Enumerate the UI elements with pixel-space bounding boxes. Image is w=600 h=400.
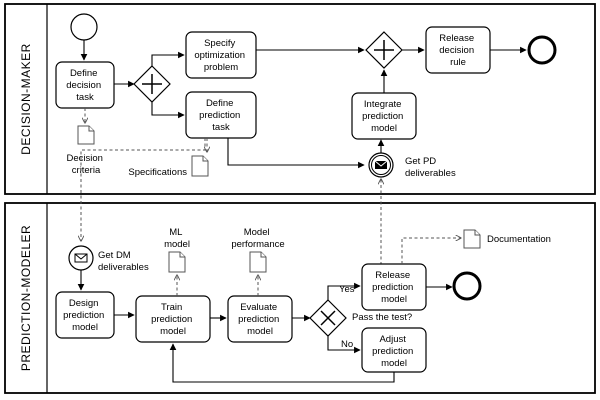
flow-gateway-to-specify [151,51,185,66]
gateway-yes-label: Yes [339,284,355,295]
end-event-bottom [452,271,482,301]
artifact-label: Model [244,227,270,238]
artifact-label: ML [169,227,182,238]
task-specify-optimization-problem[interactable]: Specify optimization problem [185,31,257,79]
exclusive-gateway-pass-test [309,299,347,337]
svg-text:Get DM deliverables: Get DM deliverables [98,250,149,273]
end-event-top [527,35,557,65]
event-label: Get PD [405,156,436,167]
artifact-label: model [164,239,190,250]
task-adjust-prediction-model[interactable]: Adjust prediction model [361,327,427,373]
task-define-prediction-task[interactable]: Define prediction task [185,91,257,139]
task-text-line: task [76,92,94,103]
svg-text:Integrate prediction: Integrate prediction model [362,99,406,134]
task-text-line: prediction [199,110,240,121]
task-text-line: rule [450,57,466,68]
flow-gateway-to-define-prediction [151,102,185,119]
artifact-label: performance [231,239,284,250]
svg-text:Adjust prediction: Adjust prediction model [372,334,416,369]
artifact-label-documentation: Documentation [487,234,551,245]
artifact-label: criteria [72,165,101,176]
task-text-line: Define [70,68,97,79]
task-text-line: decision [66,80,101,91]
task-text-line: optimization [194,50,245,61]
task-text-line: Specify [204,38,235,49]
gateway-no-label: No [341,339,353,350]
pool-decision-maker [4,3,596,195]
task-text-line: Train [161,302,182,313]
svg-text:Train prediction m: Train prediction model [151,302,195,337]
task-text-line: problem [204,62,238,73]
event-get-pd-deliverables [368,152,394,178]
task-text-line: model [371,123,397,134]
svg-text:Evaluate prediction: Evaluate prediction model [238,302,282,337]
flow-gateway-yes [327,282,361,300]
flow-gateway-no [327,336,361,354]
task-text-line: prediction [372,282,413,293]
parallel-gateway-split [133,65,171,103]
task-text-line: model [72,322,98,333]
artifact-label-specifications: Specifications [128,167,187,178]
task-text-line: model [381,294,407,305]
gateway-question: Pass the test? [352,312,412,323]
task-text-line: task [212,122,230,133]
parallel-gateway-join [365,31,403,69]
task-text-line: Integrate [364,99,402,110]
task-text-line: model [381,358,407,369]
task-text-line: model [247,326,273,337]
task-text-line: Define [206,98,233,109]
event-label: deliverables [98,262,149,273]
artifact-documentation [463,229,481,249]
svg-text:Define decision ta: Define decision task [66,68,104,103]
svg-text:Release prediction: Release prediction model [372,270,416,305]
flow-adjust-to-train [169,343,395,383]
task-release-decision-rule[interactable]: Release decision rule [425,26,491,74]
artifact-decision-criteria [77,125,95,145]
task-text-line: Adjust [379,334,406,345]
event-label: Get DM [98,250,131,261]
task-text-line: model [160,326,186,337]
lane-label-decision-maker: DECISION-MAKER [19,43,33,155]
lane-label-prediction-modeler: PREDICTION-MODELER [19,225,33,371]
task-design-prediction-model[interactable]: Design prediction model [55,291,115,339]
task-text-line: decision [439,45,474,56]
task-text-line: Evaluate [240,302,277,313]
task-text-line: prediction [151,314,192,325]
svg-text:Define prediction: Define prediction task [199,98,243,133]
task-evaluate-prediction-model[interactable]: Evaluate prediction model [227,295,293,343]
task-text-line: Design [69,298,99,309]
svg-text:Design prediction: Design prediction model [63,298,107,333]
message-flow-specs-to-get-dm [81,138,206,241]
svg-text:Decision criteria: Decision criteria [66,153,105,176]
task-text-line: prediction [372,346,413,357]
svg-text:Model performance: Model performance [231,227,284,250]
artifact-specifications [191,155,209,177]
artifact-label: Decision [66,153,102,164]
task-text-line: prediction [238,314,279,325]
flow-define-prediction-to-get-pd [227,138,365,169]
task-text-line: Release [375,270,410,281]
svg-text:Get PD deliverables: Get PD deliverables [405,156,456,179]
task-train-prediction-model[interactable]: Train prediction model [135,295,211,343]
svg-text:Specify optimization: Specify optimization problem [194,38,247,73]
task-define-decision-task[interactable]: Define decision task [55,61,115,109]
task-text-line: Release [439,33,474,44]
task-text-line: prediction [362,111,403,122]
association-documentation [401,238,461,264]
task-integrate-prediction-model[interactable]: Integrate prediction model [351,92,417,140]
event-label: deliverables [405,168,456,179]
start-event [70,13,98,41]
artifact-model-performance [249,251,267,273]
pool-prediction-modeler [4,202,596,394]
task-release-prediction-model[interactable]: Release prediction model [361,263,427,311]
svg-text:Release decision r: Release decision rule [439,33,477,68]
artifact-ml-model [168,251,186,273]
task-text-line: prediction [63,310,104,321]
event-get-dm-deliverables [68,245,94,271]
svg-text:ML model: ML model [164,227,190,250]
